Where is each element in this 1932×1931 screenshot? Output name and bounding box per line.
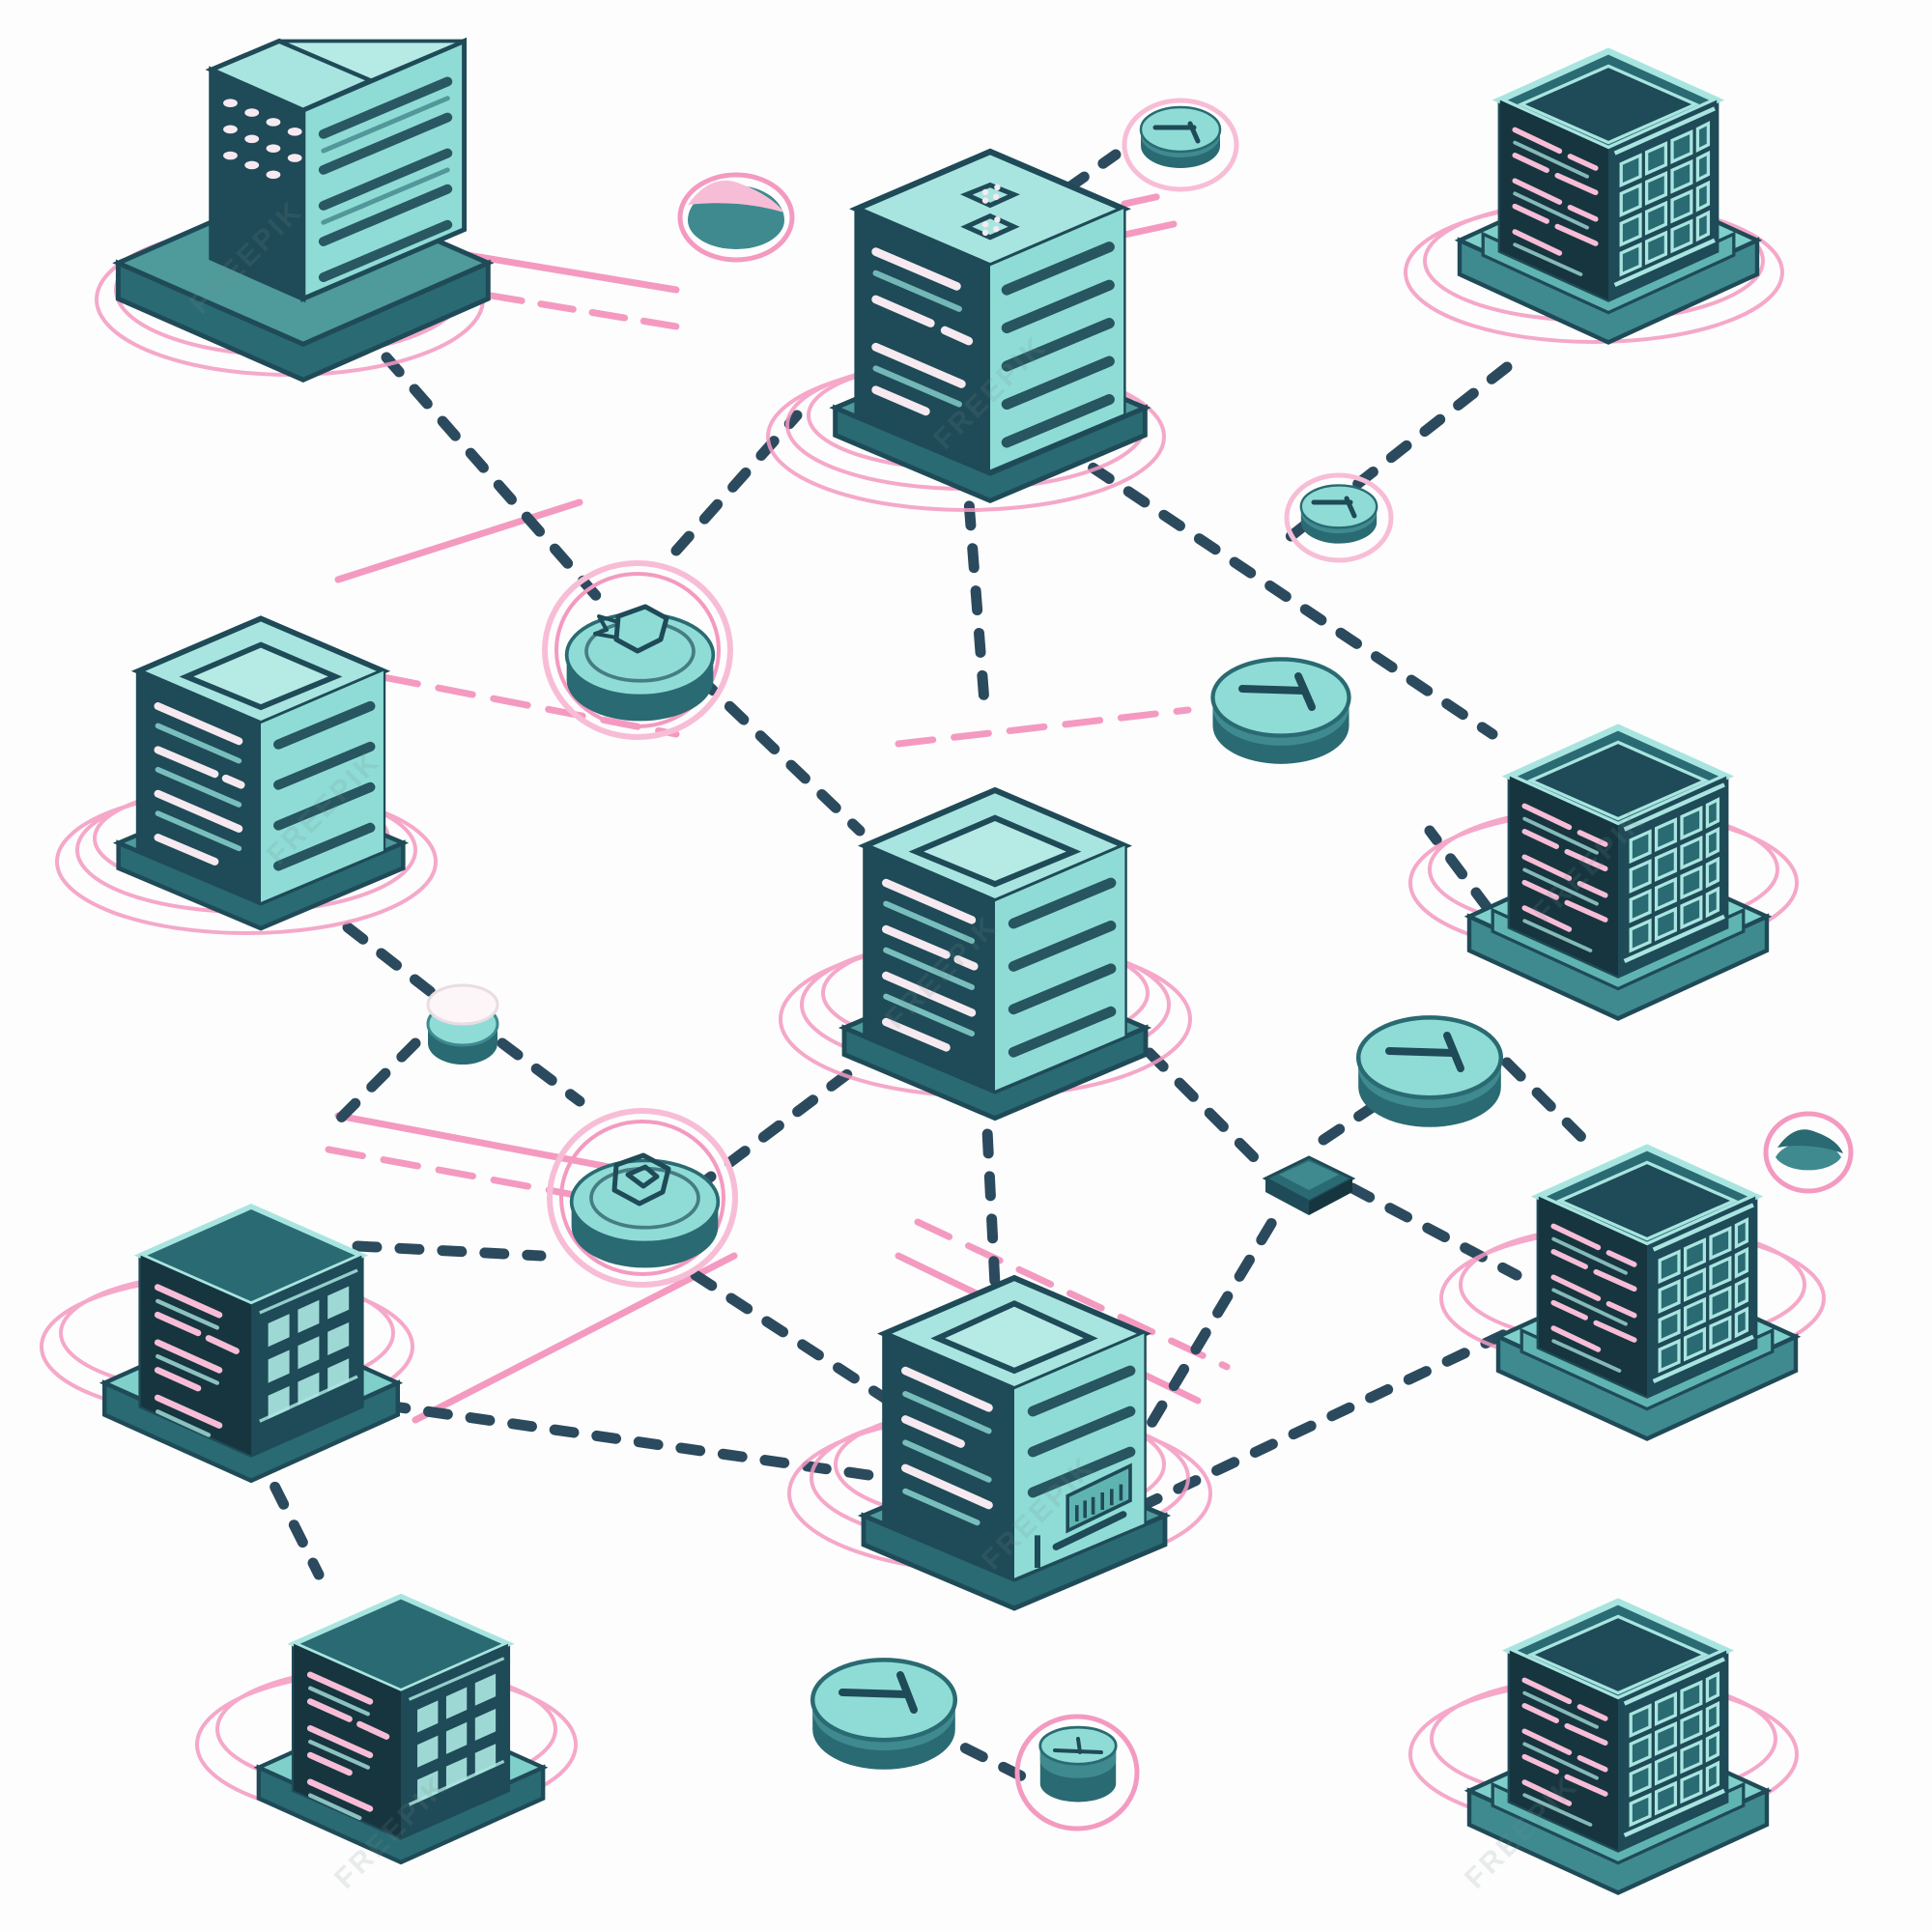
link-d7-s3 <box>690 1269 895 1406</box>
node-b6-office-tower-south-east[interactable] <box>1498 1148 1796 1438</box>
link-b1-d3 <box>381 352 605 605</box>
disc-d6-junction[interactable] <box>426 983 499 1065</box>
disc-d4-clock-right[interactable] <box>1284 472 1394 563</box>
disc-d9-box-junction[interactable] <box>1262 1155 1356 1215</box>
link-s1-s2 <box>960 458 991 721</box>
disc-d11-clock-bottom[interactable] <box>812 1660 955 1769</box>
link-d7-s2 <box>690 1066 856 1194</box>
link-b3-d3 <box>334 498 583 583</box>
disc-d1-blob-node[interactable] <box>677 172 795 263</box>
disc-d7-privacy-shield[interactable] <box>547 1108 738 1288</box>
node-b7-office-building-south[interactable] <box>259 1597 543 1862</box>
link-d3-s1 <box>670 410 803 556</box>
disc-d8-clock-lower-right[interactable] <box>1358 1017 1501 1126</box>
node-b2-office-tower-north-east[interactable] <box>1460 51 1757 342</box>
link-b5-d7 <box>352 1240 547 1262</box>
disc-d12-stack-node[interactable] <box>1014 1714 1140 1832</box>
node-s3-edge-server[interactable] <box>864 1278 1165 1608</box>
disc-d2-clock-small[interactable] <box>1122 98 1239 192</box>
link-s3-d9 <box>1124 1211 1281 1464</box>
link-b7-s3 <box>412 1252 738 1424</box>
link-d8-b6 <box>1501 1057 1590 1146</box>
node-b8-office-tower-far-south-east[interactable] <box>1469 1602 1767 1892</box>
link-b3-d6 <box>342 922 440 1001</box>
node-s1-primary-server[interactable] <box>836 152 1146 500</box>
link-s2-d9 <box>1144 1047 1262 1165</box>
link-s2-s3 <box>980 1086 1001 1291</box>
node-b4-office-tower-east[interactable] <box>1469 727 1767 1018</box>
link-d6-b5 <box>332 1037 421 1126</box>
disc-d5-clock-center-right[interactable] <box>1212 659 1349 763</box>
link-s1-b4 <box>1052 439 1498 740</box>
link-b4-d8 <box>1424 825 1493 914</box>
link-s2-b4 <box>895 706 1192 748</box>
disc-d3-security-shield[interactable] <box>542 560 733 740</box>
link-s3-b6 <box>1134 1327 1513 1513</box>
link-d9-b6 <box>1347 1182 1522 1281</box>
link-d6-d7 <box>497 1037 585 1107</box>
node-b3-data-center-west[interactable] <box>119 618 404 928</box>
disc-layer <box>426 98 1854 1832</box>
node-s2-core-server[interactable] <box>844 790 1146 1119</box>
disc-d10-blob-node-right[interactable] <box>1763 1111 1854 1194</box>
